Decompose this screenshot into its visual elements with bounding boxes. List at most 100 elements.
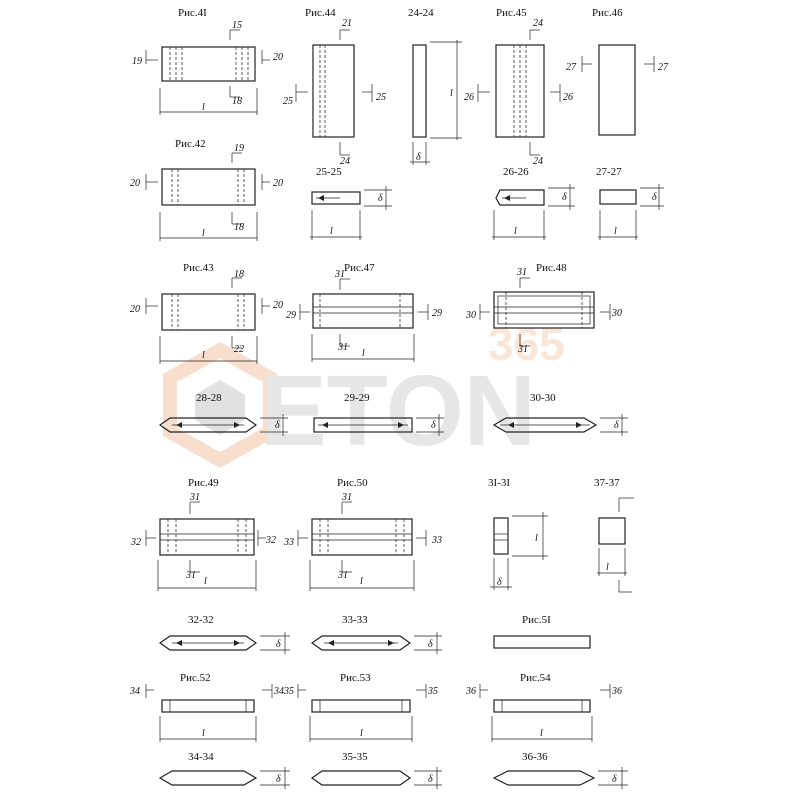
- mark-31-top: 31: [334, 269, 345, 280]
- section-29: 29-29 δ: [313, 392, 444, 436]
- section-36-title: 36-36: [522, 751, 548, 763]
- section-24: 24-24 l δ: [408, 7, 462, 165]
- dim-thickness-28: δ: [275, 420, 280, 431]
- mark-26-right: 26: [563, 92, 573, 103]
- figure-50-title: Рис.50: [337, 477, 368, 489]
- figure-46: Рис.46 27 27: [566, 7, 669, 136]
- mark-30-right: 30: [611, 308, 622, 319]
- mark-32-right: 32: [265, 535, 276, 546]
- dim-thickness-24: δ: [416, 152, 421, 163]
- section-24-title: 24-24: [408, 7, 434, 19]
- mark-32-left: 32: [130, 537, 141, 548]
- dim-length-25: l: [330, 226, 333, 237]
- mark-36-left: 36: [465, 686, 476, 697]
- dim-thickness-36: δ: [612, 774, 617, 785]
- dim-length-37: l: [606, 562, 609, 573]
- section-28: 28-28 δ: [158, 392, 288, 436]
- dim-thickness-35: δ: [428, 774, 433, 785]
- figure-42: Рис.42 20 20 19 18 l: [130, 138, 283, 241]
- section-30-title: 30-30: [530, 392, 556, 404]
- mark-25-right: 25: [376, 92, 386, 103]
- mark-25-left: 25: [283, 96, 293, 107]
- mark-26-left: 26: [464, 92, 474, 103]
- mark-35-left: 35: [283, 686, 294, 697]
- section-25-title: 25-25: [316, 166, 342, 178]
- figure-52: Рис.52 34 34 l: [129, 672, 284, 742]
- figure-54: Рис.54 36 36 l: [465, 672, 622, 742]
- mark-31-bottom: 31: [337, 342, 348, 353]
- section-37: 37-37 l: [594, 477, 634, 593]
- mark-31-top-49: 31: [189, 492, 200, 503]
- figure-51: Рис.5I: [493, 614, 591, 649]
- figure-53-title: Рис.53: [340, 672, 371, 684]
- mark-24-bottom: 24: [340, 156, 350, 167]
- section-29-title: 29-29: [344, 392, 370, 404]
- dim-length-24: l: [450, 88, 453, 99]
- dim-length-26: l: [514, 226, 517, 237]
- mark-20-right-43: 20: [273, 300, 283, 311]
- figure-48-title: Рис.48: [536, 262, 567, 274]
- mark-20-right-42: 20: [273, 178, 283, 189]
- mark-29-left: 29: [286, 310, 296, 321]
- section-36: 36-36 δ: [492, 751, 628, 789]
- figure-41-title: Рис.4I: [178, 7, 207, 19]
- mark-15-top: 15: [232, 20, 242, 31]
- section-35-title: 35-35: [342, 751, 368, 763]
- figure-51-title: Рис.5I: [522, 614, 551, 626]
- watermark-logo-icon: [163, 341, 277, 469]
- mark-31-bottom-49: 31: [185, 570, 196, 581]
- mark-33-right: 33: [431, 535, 442, 546]
- section-28-title: 28-28: [196, 392, 222, 404]
- dim-thickness-31: δ: [497, 577, 502, 588]
- dim-length-31: l: [535, 533, 538, 544]
- figure-45-title: Рис.45: [496, 7, 527, 19]
- mark-18-top-43: 18: [234, 269, 244, 280]
- figure-44: Рис.44 21 25 25 24: [283, 7, 386, 167]
- figure-42-title: Рис.42: [175, 138, 206, 150]
- dim-thickness-26: δ: [562, 192, 567, 203]
- figure-53: Рис.53 35 35 l: [283, 672, 438, 742]
- section-32-title: 32-32: [188, 614, 214, 626]
- mark-34-left: 34: [129, 686, 140, 697]
- section-32: 32-32 δ: [158, 614, 290, 654]
- section-34-title: 34-34: [188, 751, 214, 763]
- figure-54-title: Рис.54: [520, 672, 551, 684]
- figure-52-title: Рис.52: [180, 672, 211, 684]
- mark-31-bottom-48: 31: [517, 344, 528, 355]
- section-33: 33-33 δ: [310, 614, 442, 654]
- dim-length-52: l: [202, 728, 205, 739]
- section-27: 27-27 δ l: [596, 166, 664, 240]
- mark-18-bottom-42: 18: [234, 222, 244, 233]
- section-25: 25-25 δ l: [310, 166, 392, 240]
- dim-length-53: l: [360, 728, 363, 739]
- section-34: 34-34 δ: [158, 751, 290, 789]
- section-37-title: 37-37: [594, 477, 620, 489]
- figure-50: Рис.50 31 33 33 31 l: [283, 477, 442, 591]
- mark-35-right: 35: [427, 686, 438, 697]
- mark-34-right: 34: [273, 686, 284, 697]
- dim-length: l: [202, 102, 205, 113]
- mark-36-right: 36: [611, 686, 622, 697]
- mark-19-left: 19: [132, 56, 142, 67]
- dim-thickness-34: δ: [276, 774, 281, 785]
- watermark: ETON 365: [163, 318, 565, 469]
- section-35: 35-35 δ: [310, 751, 442, 789]
- figure-44-title: Рис.44: [305, 7, 336, 19]
- mark-22-bottom-43: 22: [234, 344, 244, 355]
- mark-29-right: 29: [432, 308, 442, 319]
- mark-31-top-50: 31: [341, 492, 352, 503]
- dim-thickness-27: δ: [652, 192, 657, 203]
- mark-33-left: 33: [283, 537, 294, 548]
- figure-43: Рис.43 20 20 18 22 l: [130, 262, 283, 364]
- mark-18-bottom: 18: [232, 96, 242, 107]
- mark-27-right: 27: [658, 62, 669, 73]
- dim-length-47: l: [362, 348, 365, 359]
- section-31-title: 3I-3I: [488, 477, 510, 489]
- mark-20-left-43: 20: [130, 304, 140, 315]
- section-30: 30-30 δ: [492, 392, 628, 436]
- figure-49: Рис.49 31 32 32 31 l: [130, 477, 276, 591]
- figure-48: Рис.48 31 30 30 31: [465, 262, 622, 355]
- mark-19-top: 19: [234, 143, 244, 154]
- mark-31-top-48: 31: [516, 267, 527, 278]
